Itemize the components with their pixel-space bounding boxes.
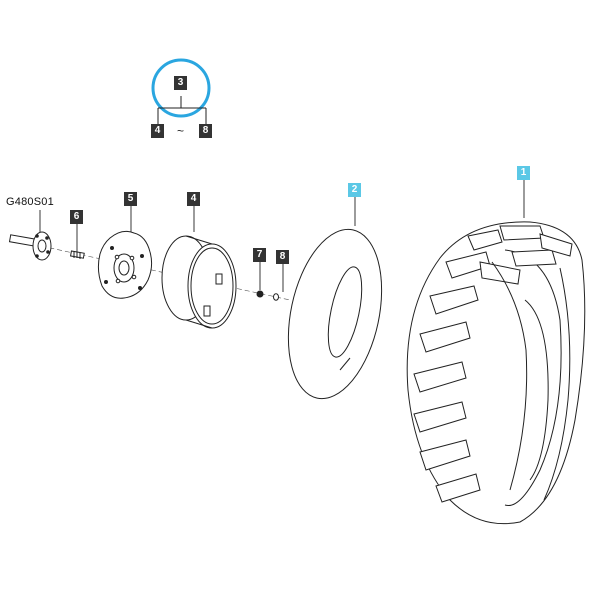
callout-5[interactable]: 5 bbox=[124, 192, 137, 206]
rim-part bbox=[161, 235, 237, 329]
group-highlight-circle bbox=[151, 58, 211, 118]
assembly-axis bbox=[17, 240, 291, 301]
callout-range-from[interactable]: 4 bbox=[151, 124, 164, 138]
leader-lines bbox=[39, 180, 525, 292]
callout-6[interactable]: 6 bbox=[70, 210, 83, 224]
callout-2[interactable]: 2 bbox=[348, 183, 361, 197]
axle-hub bbox=[8, 231, 52, 261]
washer-part bbox=[273, 293, 279, 301]
callout-4[interactable]: 4 bbox=[187, 192, 200, 206]
callout-1[interactable]: 1 bbox=[517, 166, 530, 180]
callout-8[interactable]: 8 bbox=[276, 250, 289, 264]
inner-tube-part bbox=[287, 228, 383, 400]
tire-part bbox=[406, 221, 586, 525]
callout-7[interactable]: 7 bbox=[253, 248, 266, 262]
nut-part bbox=[256, 290, 264, 298]
bolt-part bbox=[69, 250, 85, 259]
group-bracket bbox=[157, 96, 207, 124]
range-separator: ~ bbox=[177, 124, 185, 138]
wheel-disc-part bbox=[97, 230, 153, 299]
reference-code-label: G480S01 bbox=[6, 196, 54, 208]
callout-3[interactable]: 3 bbox=[174, 76, 187, 90]
callout-range-to[interactable]: 8 bbox=[199, 124, 212, 138]
nut-washer-parts bbox=[256, 290, 279, 301]
